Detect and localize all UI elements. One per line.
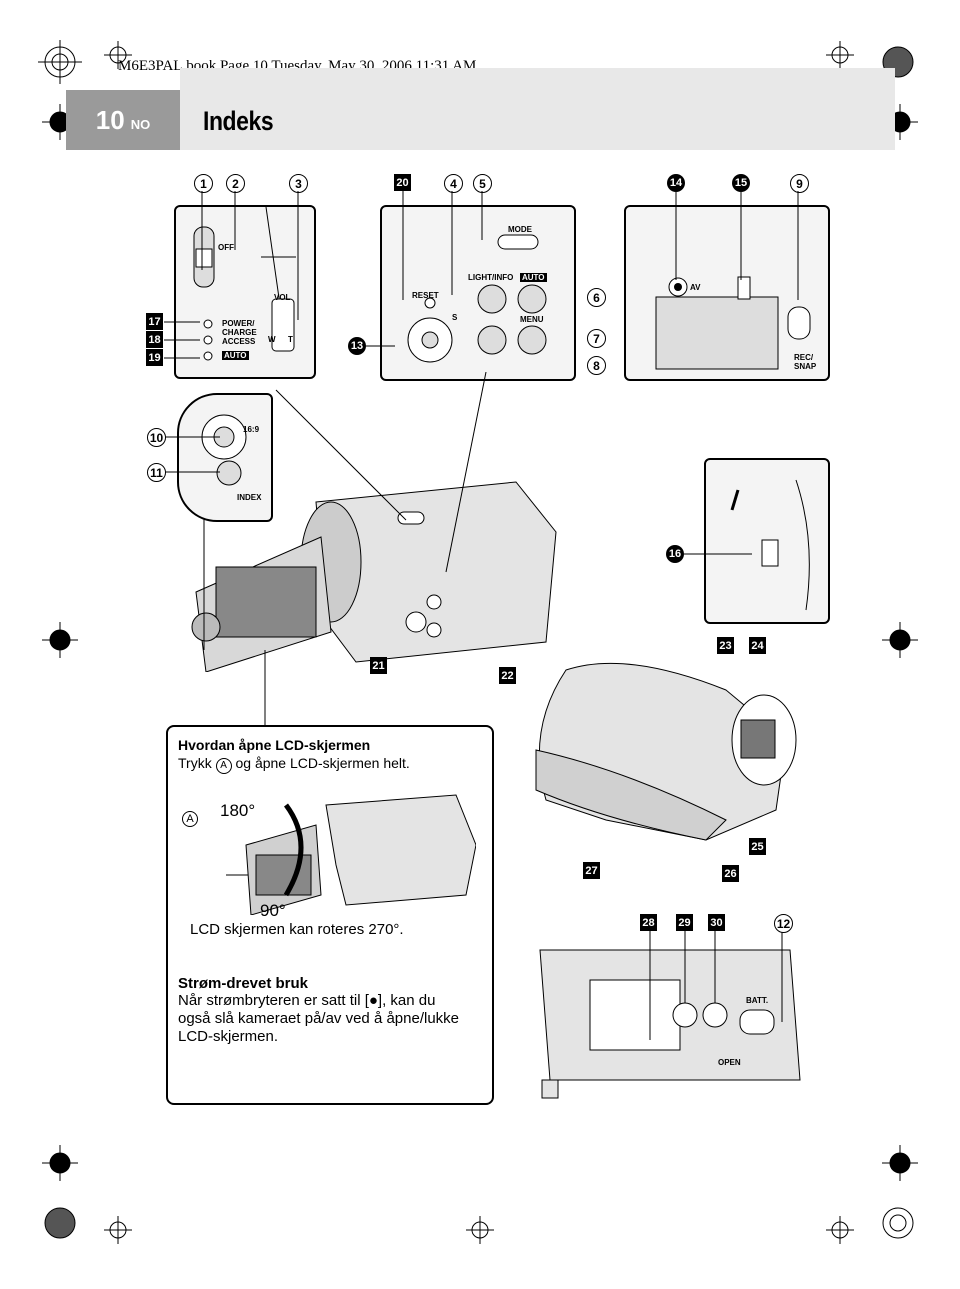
callout-29: 29 bbox=[676, 914, 693, 931]
instruction-prefix: Trykk bbox=[178, 755, 212, 771]
angle-90-label: 90° bbox=[260, 901, 286, 920]
power-text: Når strømbryteren er satt til [●], kan d… bbox=[178, 992, 478, 1046]
callout-7: 7 bbox=[587, 329, 606, 348]
callout-9: 9 bbox=[790, 174, 809, 193]
label-power-charge: POWER/ CHARGE bbox=[222, 319, 257, 337]
camera-side-drawing bbox=[535, 662, 797, 841]
label-menu: MENU bbox=[520, 315, 544, 324]
lcd-open-instruction: Trykk A og åpne LCD-skjermen helt. bbox=[178, 755, 410, 774]
callout-24: 24 bbox=[749, 637, 766, 654]
panel-usb-drawing bbox=[730, 479, 810, 611]
label-rec-snap: REC/ SNAP bbox=[794, 353, 817, 371]
marker-a-inline: A bbox=[215, 757, 232, 774]
header-band bbox=[180, 68, 895, 150]
panel-dial: 16:9 INDEX bbox=[177, 393, 273, 522]
callout-4: 4 bbox=[444, 174, 463, 193]
label-auto: AUTO bbox=[222, 351, 249, 360]
callout-12: 12 bbox=[774, 914, 793, 933]
label-open: OPEN bbox=[718, 1058, 741, 1067]
camera-bottom-drawing bbox=[539, 930, 801, 1099]
label-vol: VOL bbox=[274, 293, 291, 302]
callout-1: 1 bbox=[194, 174, 213, 193]
angle-180-label: 180° bbox=[220, 801, 256, 820]
callout-27: 27 bbox=[583, 862, 600, 879]
panel-buttons: MODE LIGHT/INFO AUTO RESET S MENU bbox=[380, 205, 576, 381]
label-off: OFF bbox=[218, 243, 234, 252]
label-av: AV bbox=[690, 283, 701, 292]
callout-13: 13 bbox=[348, 337, 366, 355]
power-line-2: også slå kameraet på/av ved å åpne/lukke bbox=[178, 1010, 460, 1027]
label-mode: MODE bbox=[508, 225, 532, 234]
power-line-1: Når strømbryteren er satt til [●], kan d… bbox=[178, 992, 436, 1009]
lcd-open-heading: Hvordan åpne LCD-skjermen bbox=[178, 737, 371, 753]
page-number-box: 10 NO bbox=[66, 90, 180, 150]
callout-16: 16 bbox=[666, 545, 684, 563]
label-light-info: LIGHT/INFO bbox=[468, 273, 514, 282]
label-auto-mid: AUTO bbox=[520, 273, 547, 282]
page-lang: NO bbox=[130, 116, 151, 132]
callout-20: 20 bbox=[394, 174, 411, 191]
label-batt: BATT. bbox=[746, 996, 769, 1005]
panel-power-switch: OFF POWER/ CHARGE ACCESS AUTO VOL W T bbox=[174, 205, 316, 379]
callout-6: 6 bbox=[587, 288, 606, 307]
marker-a: A bbox=[182, 811, 198, 827]
camera-main-drawing bbox=[191, 372, 557, 672]
lcd-info-box: Hvordan åpne LCD-skjermen Trykk A og åpn… bbox=[166, 725, 494, 1105]
callout-15: 15 bbox=[732, 174, 750, 192]
callout-21: 21 bbox=[370, 657, 387, 674]
panel-usb bbox=[704, 458, 830, 624]
power-heading: Strøm-drevet bruk bbox=[178, 975, 309, 992]
label-w: W bbox=[268, 335, 276, 344]
label-reset: RESET bbox=[412, 291, 439, 300]
label-index: INDEX bbox=[237, 493, 262, 502]
label-s: S bbox=[452, 313, 458, 322]
rotate-text: LCD skjermen kan roteres 270°. bbox=[190, 921, 404, 938]
callout-3: 3 bbox=[289, 174, 308, 193]
label-t: T bbox=[288, 335, 293, 344]
callout-14: 14 bbox=[667, 174, 685, 192]
callout-17: 17 bbox=[146, 313, 163, 330]
callout-28: 28 bbox=[640, 914, 657, 931]
page-number: 10 bbox=[95, 104, 125, 135]
callout-22: 22 bbox=[499, 667, 516, 684]
callout-25: 25 bbox=[749, 838, 766, 855]
label-access: ACCESS bbox=[222, 337, 256, 346]
panel-buttons-drawing bbox=[407, 234, 547, 363]
panel-power-drawing bbox=[193, 207, 296, 361]
callout-26: 26 bbox=[722, 865, 739, 882]
panel-lcd-av: AV REC/ SNAP bbox=[624, 205, 830, 381]
lcd-rotation-drawing bbox=[226, 794, 476, 915]
callout-23: 23 bbox=[717, 637, 734, 654]
callout-19: 19 bbox=[146, 349, 163, 366]
page-title: Indeks bbox=[203, 106, 274, 136]
callout-8: 8 bbox=[587, 356, 606, 375]
callout-30: 30 bbox=[708, 914, 725, 931]
panel-lcd-drawing bbox=[655, 276, 811, 370]
label-16-9: 16:9 bbox=[243, 425, 260, 434]
power-line-3: LCD-skjermen. bbox=[178, 1028, 279, 1045]
callout-18: 18 bbox=[146, 331, 163, 348]
instruction-suffix: og åpne LCD-skjermen helt. bbox=[235, 755, 410, 771]
